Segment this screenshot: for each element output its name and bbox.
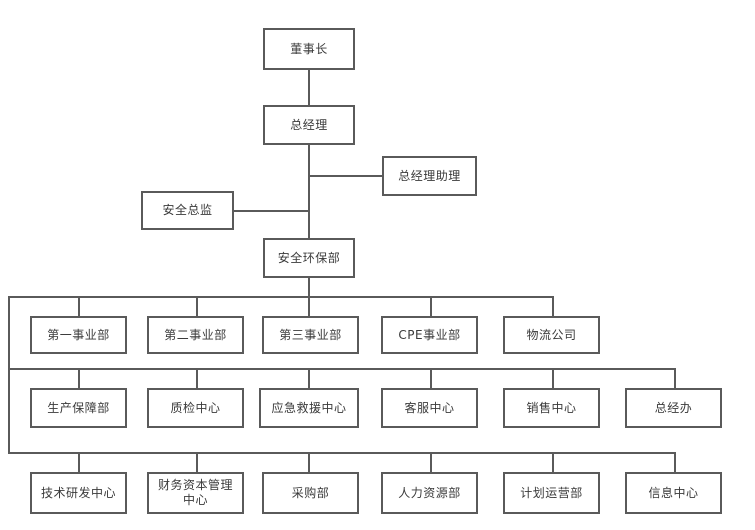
node-customer-service-label: 客服中心 xyxy=(404,400,455,415)
connector-drop-logistics xyxy=(552,296,554,316)
connector-drop-qc-center xyxy=(196,368,198,388)
connector-drop-production-support xyxy=(78,368,80,388)
node-production-support[interactable]: 生产保障部 xyxy=(30,388,127,428)
node-planning-ops[interactable]: 计划运营部 xyxy=(503,472,600,514)
connector-drop-gm-office xyxy=(674,368,676,388)
node-logistics-label: 物流公司 xyxy=(526,327,577,342)
node-chairman-label: 董事长 xyxy=(290,41,328,56)
node-procurement-label: 采购部 xyxy=(291,485,330,500)
node-sales-center[interactable]: 销售中心 xyxy=(503,388,600,428)
node-procurement[interactable]: 采购部 xyxy=(262,472,359,514)
node-safety-env-dept[interactable]: 安全环保部 xyxy=(263,238,355,278)
connector-safety-env-drop xyxy=(308,278,310,298)
node-gm-office-label: 总经办 xyxy=(654,400,693,415)
node-emergency-rescue[interactable]: 应急救援中心 xyxy=(259,388,359,428)
node-safety-director[interactable]: 安全总监 xyxy=(141,191,234,230)
connector-drop-div2 xyxy=(196,296,198,316)
connector-gm-to-safety-director xyxy=(232,210,310,212)
node-planning-ops-label: 计划运营部 xyxy=(520,485,583,500)
connector-drop-customer-service xyxy=(430,368,432,388)
connector-gm-spine xyxy=(308,145,310,238)
connector-drop-hr-dept xyxy=(430,452,432,472)
connector-drop-div-cpe xyxy=(430,296,432,316)
node-div3[interactable]: 第三事业部 xyxy=(262,316,359,354)
node-finance-capital[interactable]: 财务资本管理中心 xyxy=(147,472,244,514)
connector-gm-to-assistant xyxy=(308,175,384,177)
bus-row-divisions xyxy=(8,296,554,298)
node-div2[interactable]: 第二事业部 xyxy=(147,316,244,354)
node-safety-env-dept-label: 安全环保部 xyxy=(277,250,341,265)
node-gm-assistant-label: 总经理助理 xyxy=(398,168,461,183)
node-info-center-label: 信息中心 xyxy=(648,485,699,500)
node-div-cpe-label: CPE事业部 xyxy=(398,327,461,342)
node-qc-center-label: 质检中心 xyxy=(170,400,221,415)
node-div1[interactable]: 第一事业部 xyxy=(30,316,127,354)
connector-chairman-to-gm xyxy=(308,70,310,105)
node-general-manager[interactable]: 总经理 xyxy=(263,105,355,145)
node-info-center[interactable]: 信息中心 xyxy=(625,472,722,514)
bus-row-centers xyxy=(8,368,676,370)
connector-drop-procurement xyxy=(308,452,310,472)
connector-drop-info-center xyxy=(674,452,676,472)
bus-row-functions xyxy=(8,452,676,454)
node-finance-capital-label: 财务资本管理中心 xyxy=(157,478,233,507)
node-emergency-rescue-label: 应急救援中心 xyxy=(271,400,347,415)
node-customer-service[interactable]: 客服中心 xyxy=(381,388,478,428)
node-general-manager-label: 总经理 xyxy=(290,117,328,132)
node-production-support-label: 生产保障部 xyxy=(47,400,110,415)
node-gm-office[interactable]: 总经办 xyxy=(625,388,722,428)
node-div3-label: 第三事业部 xyxy=(279,327,342,342)
node-chairman[interactable]: 董事长 xyxy=(263,28,355,70)
node-rnd-center[interactable]: 技术研发中心 xyxy=(30,472,127,514)
spine-left-vertical xyxy=(8,296,10,454)
connector-drop-div3 xyxy=(308,296,310,316)
connector-drop-sales-center xyxy=(552,368,554,388)
node-sales-center-label: 销售中心 xyxy=(526,400,577,415)
node-div-cpe[interactable]: CPE事业部 xyxy=(381,316,478,354)
node-logistics[interactable]: 物流公司 xyxy=(503,316,600,354)
connector-drop-rnd-center xyxy=(78,452,80,472)
node-gm-assistant[interactable]: 总经理助理 xyxy=(382,156,477,196)
node-hr-dept[interactable]: 人力资源部 xyxy=(381,472,478,514)
connector-drop-div1 xyxy=(78,296,80,316)
node-rnd-center-label: 技术研发中心 xyxy=(40,485,116,500)
connector-drop-emergency-rescue xyxy=(308,368,310,388)
node-safety-director-label: 安全总监 xyxy=(162,203,213,217)
node-div1-label: 第一事业部 xyxy=(47,327,110,342)
node-qc-center[interactable]: 质检中心 xyxy=(147,388,244,428)
node-hr-dept-label: 人力资源部 xyxy=(398,485,461,500)
connector-drop-planning-ops xyxy=(552,452,554,472)
node-div2-label: 第二事业部 xyxy=(164,327,227,342)
connector-drop-finance-capital xyxy=(196,452,198,472)
